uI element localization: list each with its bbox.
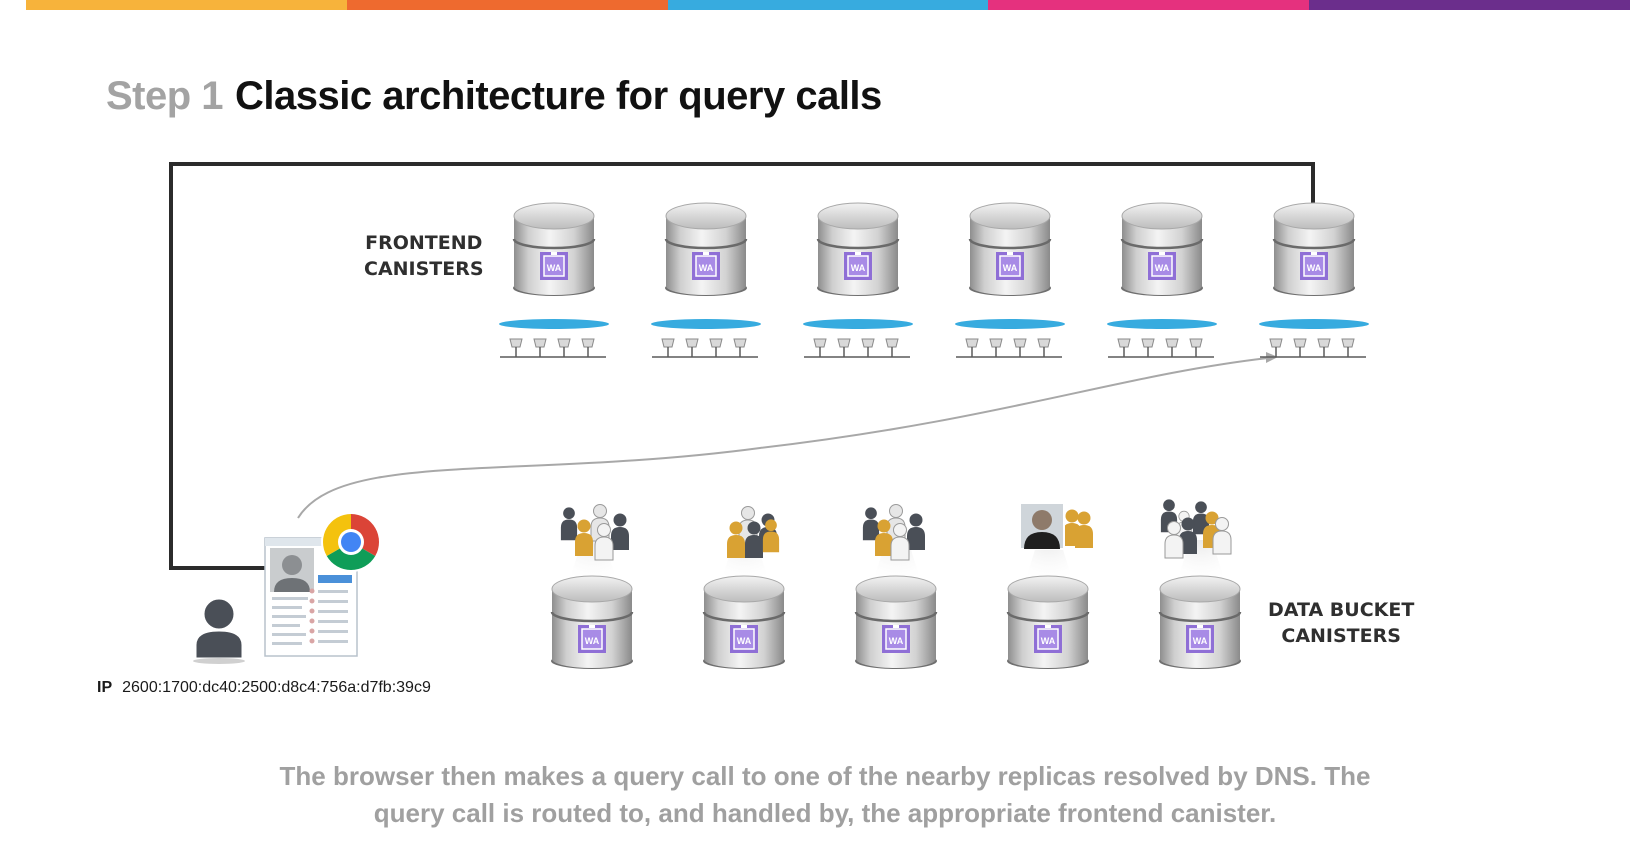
ip-label: IP: [97, 679, 113, 696]
people-group-icon: [727, 506, 780, 558]
subnet-nodes: [498, 318, 1370, 358]
data-bucket-label: DATA BUCKET CANISTERS: [1268, 597, 1414, 649]
stripe-pink: [988, 0, 1310, 10]
routing-line: [169, 162, 1315, 570]
browser-window: [264, 537, 358, 657]
browser-icon: [321, 512, 381, 572]
frontend-label-line2: CANISTERS: [364, 258, 484, 280]
canister-icon: [1158, 575, 1242, 671]
canister-icon: [968, 202, 1052, 298]
query-path: [297, 357, 1269, 519]
data-bucket-label-line1: DATA BUCKET: [1268, 599, 1415, 621]
subnet-node-icon: [1106, 318, 1218, 358]
canister-icon: [1120, 202, 1204, 298]
subnet-node-icon: [498, 318, 610, 358]
canister-icon: [702, 575, 786, 671]
user-icon: [193, 596, 245, 664]
caption-line1: The browser then makes a query call to o…: [279, 761, 1371, 791]
canister-icon: [816, 202, 900, 298]
canister-icon: [664, 202, 748, 298]
data-bucket-label-line2: CANISTERS: [1281, 625, 1401, 647]
stripe-orange: [26, 0, 347, 10]
caption: The browser then makes a query call to o…: [200, 758, 1450, 832]
stripe-blue: [667, 0, 989, 10]
stripe-red: [346, 0, 668, 10]
canister-icon: [1272, 202, 1356, 298]
subnet-node-icon: [1258, 318, 1370, 358]
people-group-icon: [1019, 502, 1093, 550]
title-step: Step 1: [106, 74, 224, 118]
frontend-canisters-label: FRONTEND CANISTERS: [364, 230, 484, 282]
frontend-label-line1: FRONTEND: [365, 232, 483, 254]
ip-value: 2600:1700:dc40:2500:d8c4:756a:d7fb:39c9: [122, 679, 431, 696]
ip-address: IP 2600:1700:dc40:2500:d8c4:756a:d7fb:39c…: [97, 679, 431, 697]
color-stripe: [26, 0, 1630, 10]
title-main: Classic architecture for query calls: [235, 74, 882, 118]
subnet-node-icon: [954, 318, 1066, 358]
people-group-icon: [560, 504, 629, 561]
caption-line2: query call is routed to, and handled by,…: [373, 798, 1277, 828]
people-group-icon: [1160, 499, 1232, 559]
people-group-icon: [862, 504, 925, 561]
canister-icon: [550, 575, 634, 671]
canister-icon: [1006, 575, 1090, 671]
frontend-canisters: [512, 202, 1356, 298]
subnet-node-icon: [650, 318, 762, 358]
subnet-node-icon: [802, 318, 914, 358]
stripe-purple: [1309, 0, 1630, 10]
canister-icon: [854, 575, 938, 671]
canister-icon: [512, 202, 596, 298]
